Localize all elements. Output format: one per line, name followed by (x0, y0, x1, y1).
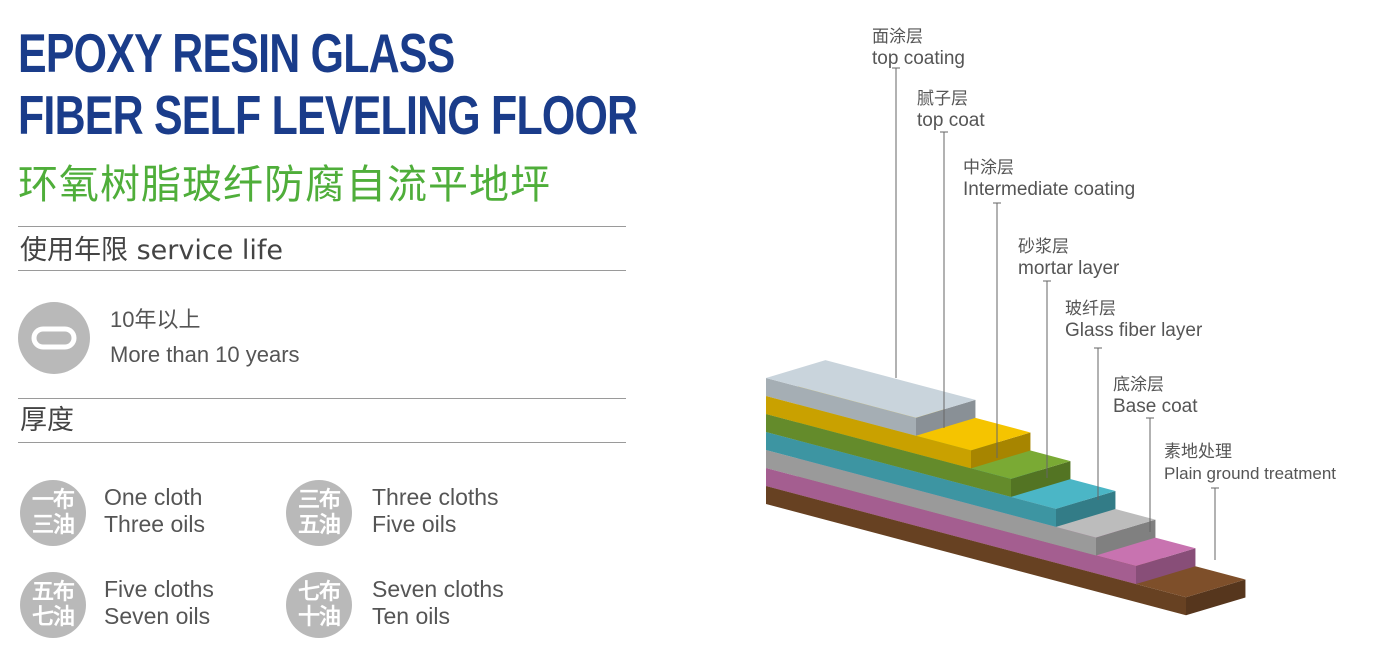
layer-end-mortar-layer (1056, 491, 1116, 527)
layer-front-top-coat (766, 396, 971, 469)
page-title: EPOXY RESIN GLASS FIBER SELF LEVELING FL… (18, 22, 638, 146)
badge-three-cloths: 三布五油 (286, 480, 352, 546)
option-label: Ten oils (372, 603, 450, 629)
badge-one-cloth: 一布三油 (20, 480, 86, 546)
title-line-1: EPOXY RESIN GLASS (18, 22, 455, 84)
layer-end-glass-fiber-layer (1096, 519, 1156, 556)
layer-top-top-coating (766, 360, 976, 418)
badge-five-cloths: 五布七油 (20, 572, 86, 638)
infinity-icon (18, 302, 90, 374)
title-line-2: FIBER SELF LEVELING FLOOR (18, 84, 638, 146)
layer-end-top-coat (971, 432, 1031, 469)
option-label: One cloth (104, 484, 203, 510)
layer-front-glass-fiber-layer (766, 450, 1096, 556)
layer-front-mortar-layer (766, 432, 1056, 527)
layer-end-intermediate-coating (1011, 461, 1071, 497)
layer-front-plain-ground-treatment (766, 486, 1186, 616)
layer-end-base-coat (1136, 548, 1196, 585)
divider (18, 398, 626, 399)
layer-front-base-coat (766, 468, 1136, 585)
option-label: Three oils (104, 511, 205, 537)
layer-end-top-coating (916, 399, 976, 436)
service-life-heading: 使用年限 service life (20, 235, 283, 266)
option-label: Five oils (372, 511, 457, 537)
service-life-en: More than 10 years (110, 342, 300, 367)
layer-front-top-coating (766, 378, 916, 436)
layer-end-plain-ground-treatment (1186, 579, 1246, 616)
layer-front-intermediate-coating (766, 414, 1011, 497)
badge-seven-cloths: 七布十油 (286, 572, 352, 638)
chinese-title: 环氧树脂玻纤防腐自流平地坪 (18, 162, 551, 208)
thickness-heading: 厚度 (20, 405, 74, 436)
divider (18, 442, 626, 443)
divider (18, 270, 626, 271)
option-label: Three cloths (372, 484, 499, 510)
option-label: Seven oils (104, 603, 211, 629)
divider (18, 226, 626, 227)
option-label: Five cloths (104, 576, 214, 602)
service-life-cn: 10年以上 (110, 307, 201, 332)
option-label: Seven cloths (372, 576, 504, 602)
